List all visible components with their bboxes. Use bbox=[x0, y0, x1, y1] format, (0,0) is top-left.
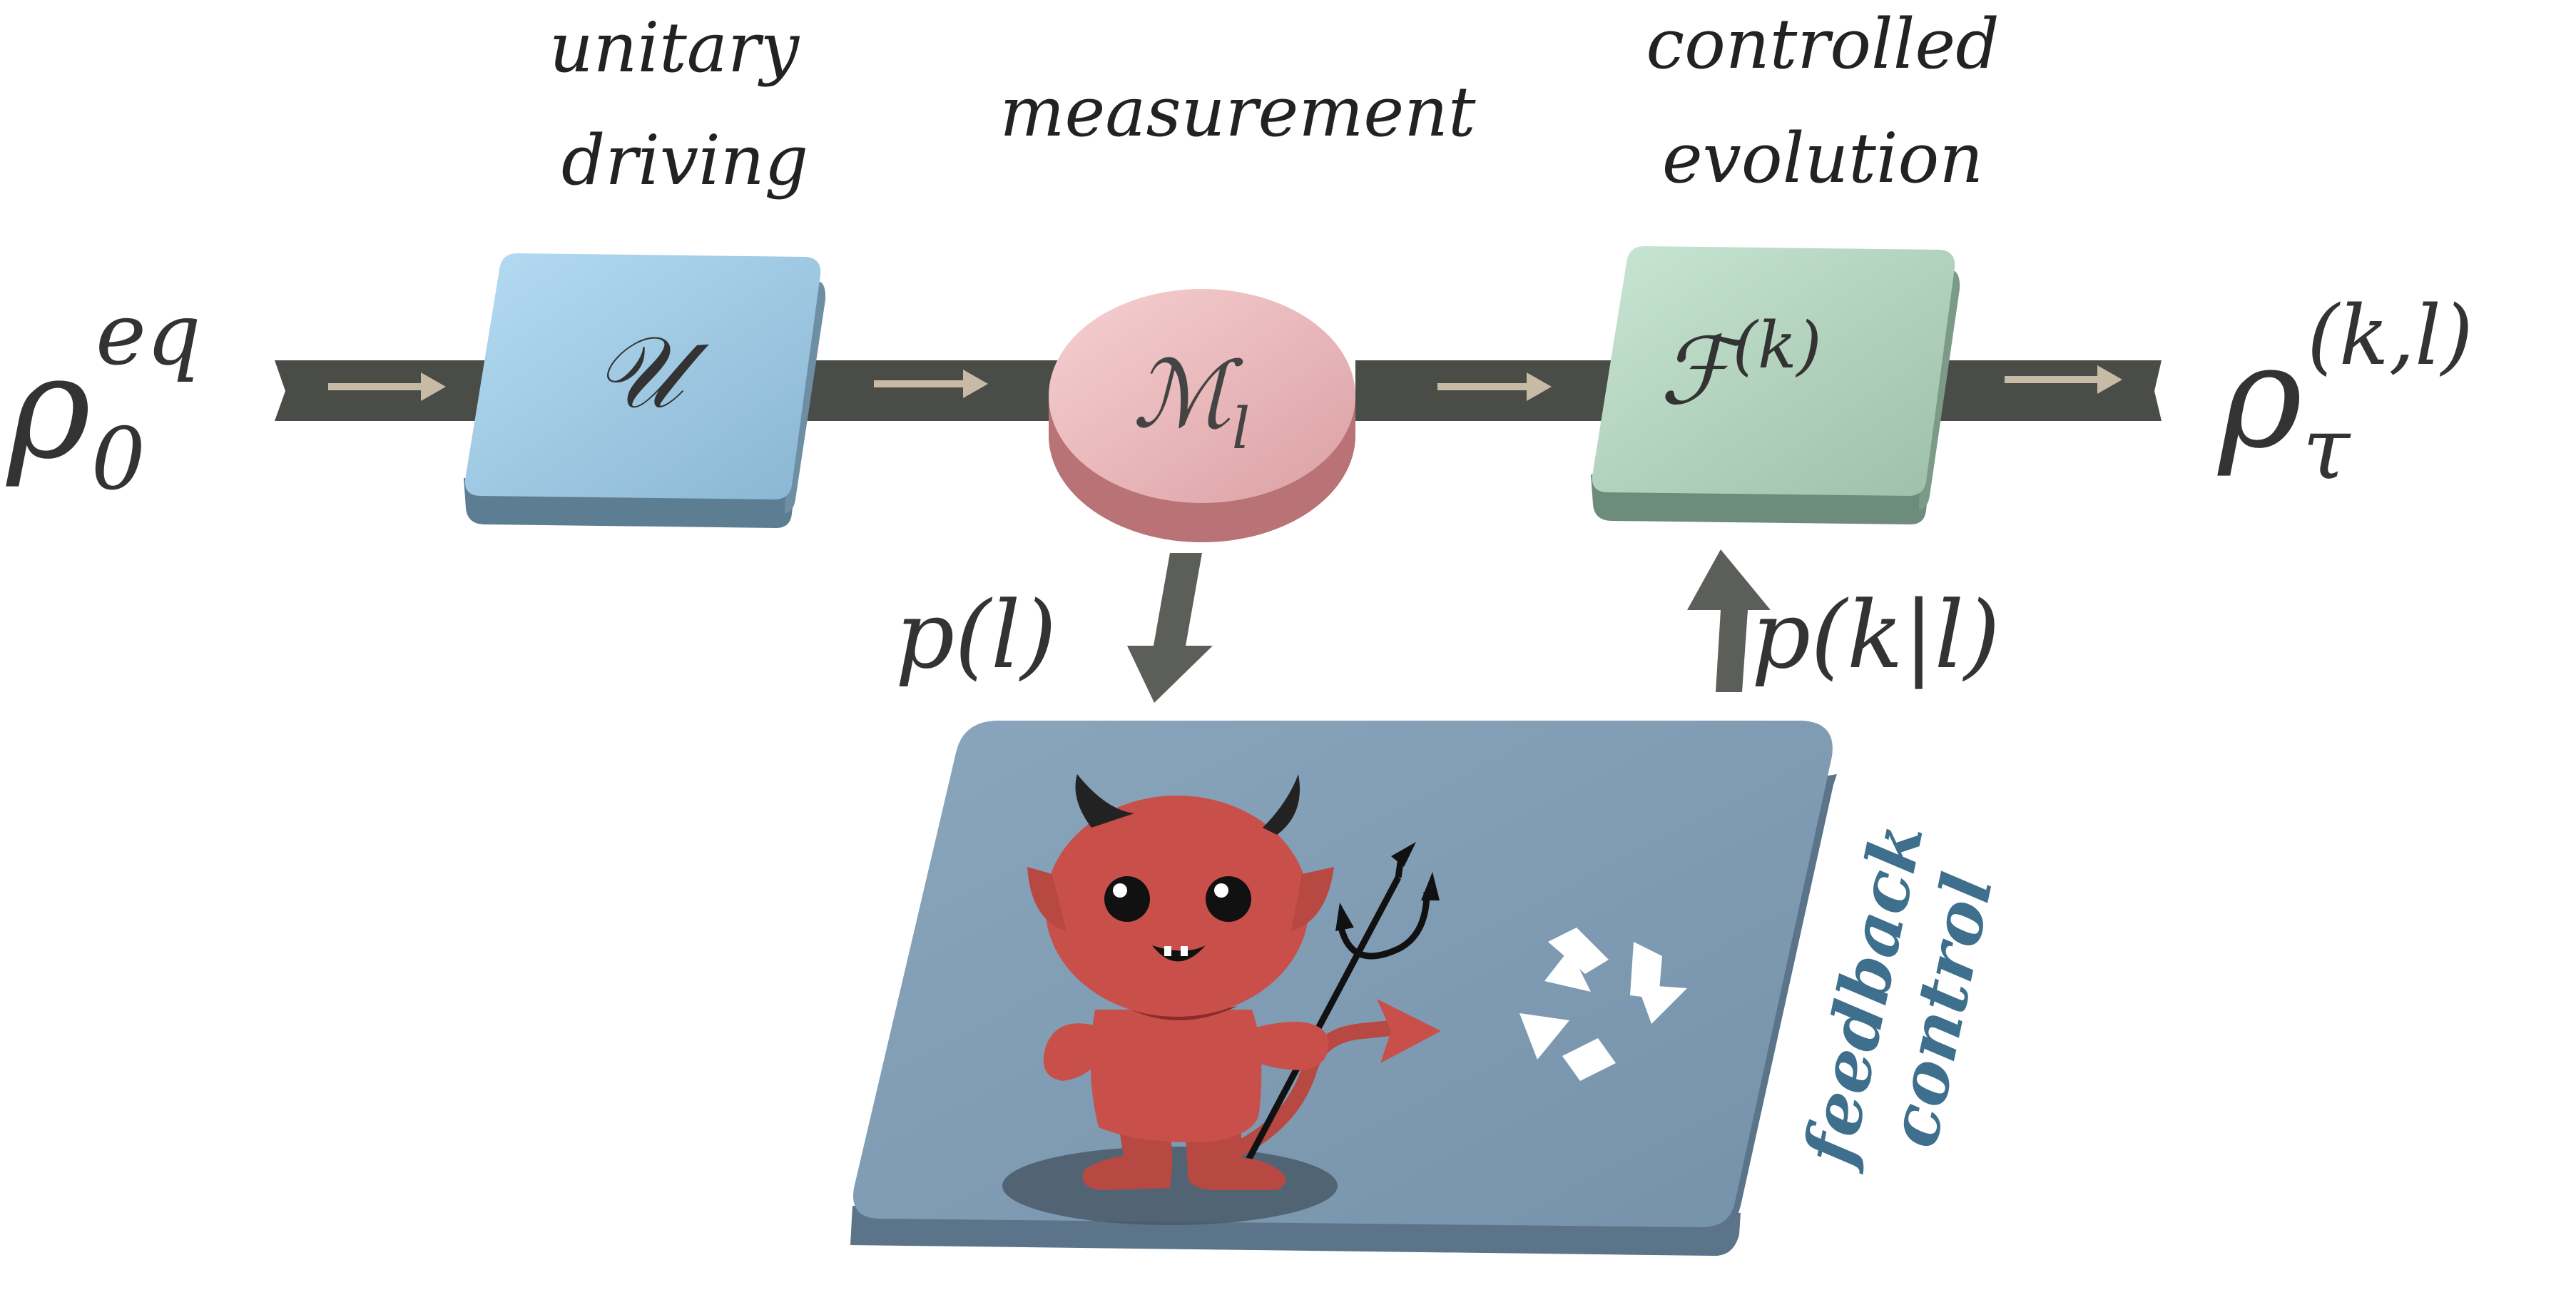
initial-state-label: ρ0eq bbox=[6, 285, 201, 509]
devil-mascot-icon bbox=[1027, 774, 1441, 1190]
caption-unitary-driving: unitary driving bbox=[549, 8, 808, 200]
measurement-block: ℳl bbox=[1049, 289, 1355, 542]
recycle-icon bbox=[1519, 928, 1687, 1081]
feedback-control-platform bbox=[850, 721, 1837, 1256]
caption-controlled-line1: controlled bbox=[1646, 4, 1999, 84]
caption-controlled-evolution: controlled evolution bbox=[1646, 4, 1999, 198]
trident-icon bbox=[1242, 842, 1440, 1169]
caption-controlled-line2: evolution bbox=[1662, 118, 1983, 198]
caption-unitary-line2: driving bbox=[561, 121, 808, 200]
pipe-segment-output bbox=[1926, 360, 2162, 421]
pipe-segment-measure-to-feedback bbox=[1355, 360, 1630, 421]
caption-measurement: measurement bbox=[999, 72, 1476, 152]
feedback-evolution-block: ℱ(k) bbox=[1591, 246, 1960, 524]
pipe-segment-unitary-to-measure bbox=[792, 360, 1063, 421]
down-arrow-measurement-outcome bbox=[1127, 553, 1213, 703]
probability-outcome-label: p(l) bbox=[895, 581, 1057, 689]
conditional-probability-label: p(k|l) bbox=[1751, 581, 2000, 689]
caption-unitary-line1: unitary bbox=[549, 8, 800, 88]
caption-feedback-control: feedback control bbox=[1787, 816, 2008, 1176]
final-state-label: ρτ(k,l) bbox=[2217, 288, 2473, 499]
measurement-operator-label: ℳl bbox=[1133, 340, 1251, 462]
unitary-block: 𝒰 bbox=[464, 253, 826, 528]
up-arrow-feedback-choice bbox=[1687, 549, 1771, 692]
pipe-segment-input bbox=[275, 360, 506, 421]
